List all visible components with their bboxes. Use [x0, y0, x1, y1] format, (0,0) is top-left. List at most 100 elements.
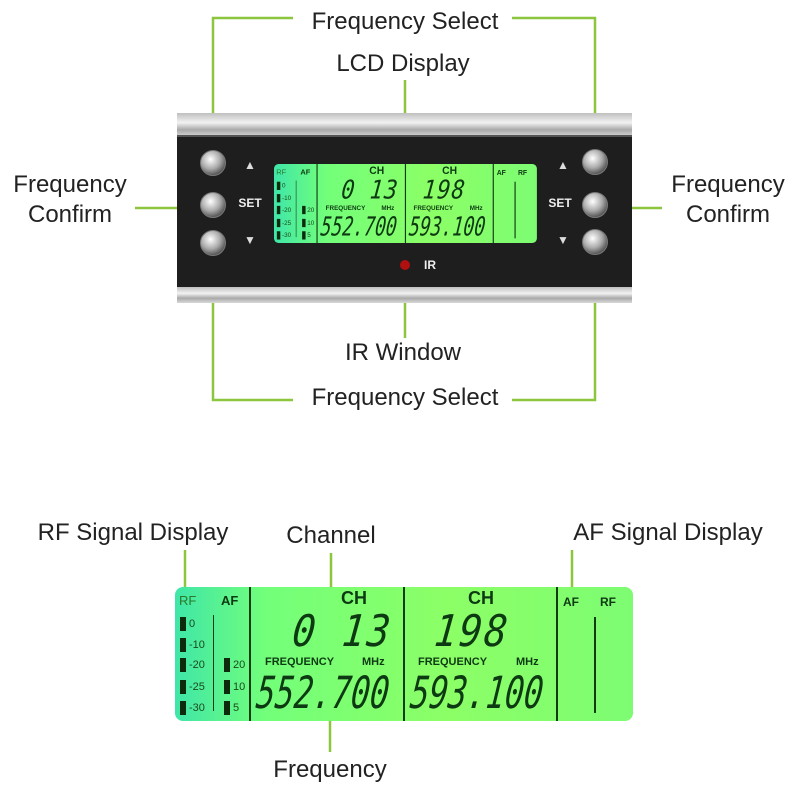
right-af-label: AF [563, 595, 579, 609]
af-level-bar [302, 205, 306, 215]
right-rf-af-divider [594, 617, 596, 713]
channel-value: 0 13 [290, 605, 395, 657]
divider [404, 164, 407, 244]
frequency-value: 552.700 [253, 667, 392, 719]
channel-value: 198 [421, 174, 468, 205]
triangle-down-icon: ▼ [244, 233, 256, 247]
callout-line-2: Confirm [27, 201, 113, 228]
rf-af-divider [213, 615, 214, 711]
af-level-bar [302, 218, 306, 228]
ir-label: IR [424, 258, 436, 272]
callout-af-signal-display: AF Signal Display [573, 519, 763, 546]
rf-scale-label: -20 [189, 659, 205, 671]
ch-label: CH [468, 588, 494, 608]
rf-scale-label: -20 [282, 206, 292, 214]
rf-af-divider [295, 180, 297, 238]
left-down-button[interactable] [200, 230, 226, 256]
frequency-label: FREQUENCY [413, 204, 454, 212]
callout-ir-window: IR Window [344, 339, 462, 366]
triangle-down-icon: ▼ [557, 233, 569, 247]
callout-frequency-select-bottom: Frequency Select [311, 384, 499, 411]
rf-scale-label: -30 [282, 231, 292, 239]
rf-label: RF [179, 593, 197, 608]
af-label: AF [300, 167, 311, 177]
divider [316, 164, 318, 244]
frequency-value: 593.100 [407, 667, 546, 719]
right-up-button[interactable] [582, 149, 608, 175]
callout-frequency: Frequency [273, 756, 387, 783]
frequency-value: 552.700 [319, 211, 399, 242]
top-rail [177, 113, 632, 137]
rf-level-bar [276, 181, 281, 190]
set-label: SET [548, 196, 572, 210]
mhz-label: MHz [381, 204, 395, 212]
af-label: AF [221, 593, 239, 608]
ir-led [400, 260, 410, 270]
mhz-label: MHz [469, 204, 483, 212]
set-label: SET [238, 196, 262, 210]
leader-frequency-select-top-left [211, 16, 293, 160]
rf-level-bar [276, 231, 281, 240]
rf-level-bar [180, 680, 186, 694]
right-set-button[interactable] [582, 192, 608, 218]
af-scale-label: 10 [307, 219, 315, 227]
rf-level-bar [180, 617, 186, 631]
rf-scale-label: 0 [189, 618, 196, 630]
mhz-label: MHz [516, 656, 539, 668]
af-level-bar [302, 231, 306, 240]
right-down-button[interactable] [582, 229, 608, 255]
rf-label: RF [276, 167, 287, 177]
frequency-value: 593.100 [407, 211, 487, 242]
channel-value: 0 13 [340, 174, 401, 205]
frequency-label: FREQUENCY [325, 204, 366, 212]
ch-label: CH [442, 164, 458, 177]
rf-scale-label: -10 [282, 194, 292, 202]
right-rf-label: RF [600, 595, 616, 609]
af-scale-label: 5 [307, 231, 311, 239]
callout-frequency-select-top: Frequency Select [311, 8, 499, 35]
callout-rf-signal-display: RF Signal Display [37, 519, 229, 546]
ch-label: CH [369, 164, 385, 177]
rf-scale-label: -25 [189, 681, 205, 693]
rf-level-bar [276, 218, 281, 228]
divider [556, 587, 558, 721]
bottom-rail [177, 287, 632, 303]
lcd-display: RF AF AF RF CH CH 0 13 198 FREQUENCY MHz… [274, 164, 537, 244]
triangle-up-icon: ▲ [244, 158, 256, 172]
ch-label: CH [341, 588, 367, 608]
af-scale-label: 10 [233, 681, 246, 693]
rf-scale-label: -10 [189, 639, 205, 651]
rf-level-bar [180, 638, 186, 652]
lcd-display-closeup: RF AF AF RF CH CH 0 13 198 FREQUENCY MHz… [175, 587, 633, 721]
left-set-button[interactable] [200, 192, 226, 218]
left-up-button[interactable] [200, 150, 226, 176]
divider [403, 587, 405, 721]
af-level-bar [224, 658, 230, 672]
leader-frequency-select-top-right [512, 16, 597, 160]
callout-lcd-display: LCD Display [336, 50, 470, 77]
callout-channel: Channel [286, 522, 376, 549]
channel-value: 198 [432, 605, 513, 657]
rf-level-bar [276, 205, 281, 215]
triangle-up-icon: ▲ [557, 158, 569, 172]
divider [249, 587, 251, 721]
rf-level-bar [180, 701, 186, 715]
frequency-label: FREQUENCY [265, 656, 335, 668]
right-rf-label: RF [517, 168, 528, 177]
divider [492, 164, 494, 244]
mhz-label: MHz [362, 656, 385, 668]
right-rf-af-divider [514, 181, 516, 239]
callout-line-1: Frequency [13, 171, 127, 198]
frequency-label: FREQUENCY [418, 656, 488, 668]
rf-scale-label: -25 [282, 219, 292, 227]
rf-scale-label: 0 [282, 182, 286, 190]
af-scale-label: 20 [307, 206, 315, 214]
af-level-bar [224, 701, 230, 715]
af-scale-label: 20 [233, 659, 246, 671]
right-af-label: AF [496, 168, 506, 177]
af-scale-label: 5 [233, 702, 240, 714]
rf-scale-label: -30 [189, 702, 205, 714]
